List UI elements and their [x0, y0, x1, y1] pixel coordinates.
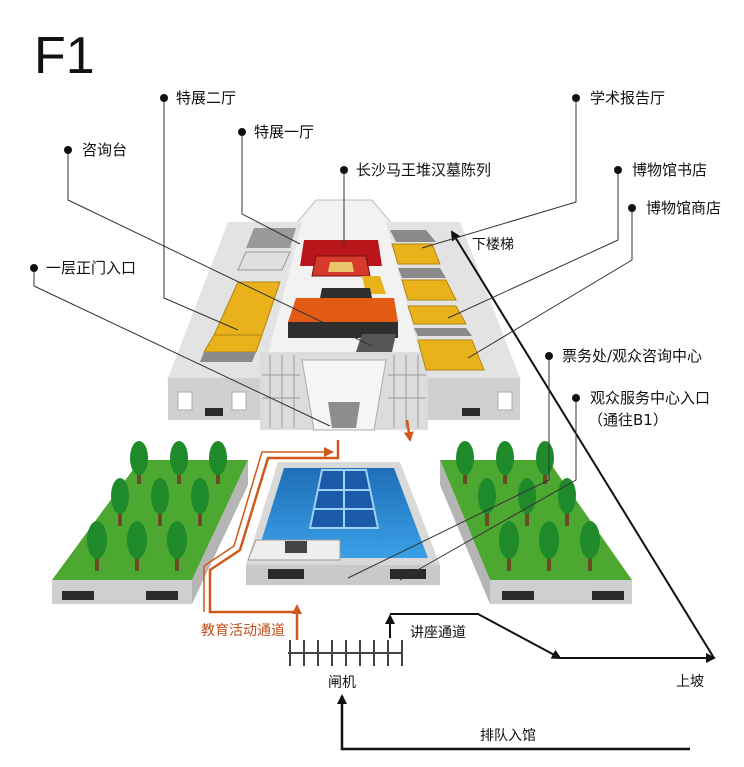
leader-dots	[30, 94, 636, 402]
label-bookstore: 博物馆书店	[632, 161, 708, 179]
label-special-exhibit-2: 特展二厅	[176, 89, 237, 107]
pool-plaza	[246, 462, 440, 585]
label-mawangdui-exhibit: 长沙马王堆汉墓陈列	[356, 161, 492, 179]
left-wing-halls	[200, 228, 296, 362]
label-special-exhibit-1: 特展一厅	[254, 123, 315, 141]
education-path	[208, 440, 340, 640]
label-to-b1: （通往B1）	[588, 411, 668, 429]
label-lecture-passage: 讲座通道	[410, 625, 466, 641]
left-trees	[87, 441, 227, 571]
label-queue-entry: 排队入馆	[480, 728, 536, 744]
label-ticket-office: 票务处/观众咨询中心	[562, 347, 703, 365]
label-lecture-hall: 学术报告厅	[590, 89, 666, 107]
right-wing-halls	[390, 230, 485, 371]
right-lawn	[440, 460, 632, 604]
label-main-entrance: 一层正门入口	[46, 259, 137, 277]
label-downstairs: 下楼梯	[472, 237, 514, 253]
label-education-passage: 教育活动通道	[201, 623, 285, 639]
label-ramp-up: 上坡	[676, 674, 704, 690]
label-visitor-service-entrance: 观众服务中心入口	[590, 389, 711, 407]
label-consultation-desk: 咨询台	[82, 141, 128, 159]
leader-lines	[33, 98, 633, 581]
center-halls	[288, 240, 398, 352]
floor-title: F1	[34, 27, 95, 85]
label-gate: 闸机	[328, 675, 356, 691]
gate-barrier	[288, 640, 403, 666]
queue-path	[337, 694, 690, 751]
label-museum-shop: 博物馆商店	[646, 199, 722, 217]
lecture-path	[390, 613, 562, 659]
